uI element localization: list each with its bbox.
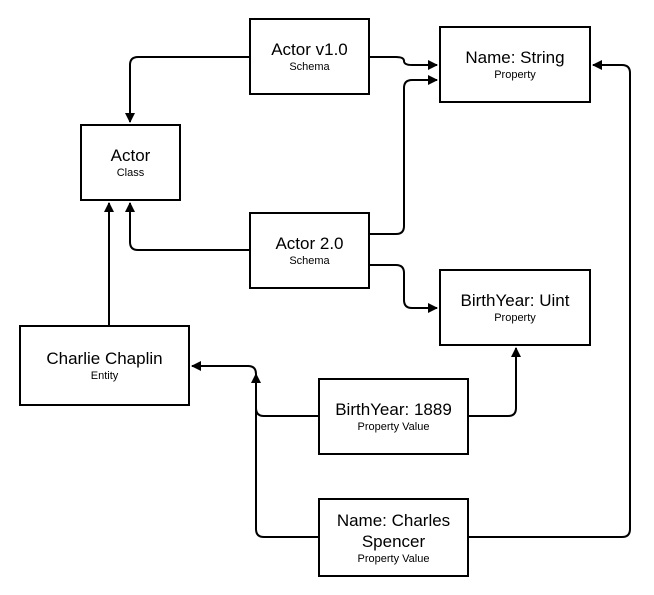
node-subtitle: Class (116, 166, 145, 179)
edge-actor-2-to-actor (125, 202, 249, 251)
node-actor-v1-schema[interactable]: Actor v1.0 Schema (249, 18, 370, 95)
node-subtitle: Property Value (357, 552, 430, 565)
node-actor-class[interactable]: Actor Class (80, 124, 181, 201)
node-subtitle: Property Value (357, 420, 430, 433)
node-title: BirthYear: Uint (460, 290, 570, 310)
edge-actor-v1-to-name-property (370, 56, 438, 70)
edge-actor-2-to-name-property (370, 75, 438, 235)
node-name-value[interactable]: Name: Charles Spencer Property Value (318, 498, 469, 577)
edge-name-value-to-chaplin (251, 373, 318, 538)
edge-name-value-to-name-property (469, 60, 631, 538)
node-subtitle: Schema (289, 60, 330, 73)
node-title: BirthYear: 1889 (335, 399, 452, 419)
node-birthyear-value[interactable]: BirthYear: 1889 Property Value (318, 378, 469, 455)
node-actor-2-schema[interactable]: Actor 2.0 Schema (249, 212, 370, 289)
edge-actor-2-to-birthyear-property (370, 264, 438, 313)
node-title: Actor 2.0 (275, 233, 344, 253)
node-subtitle: Schema (289, 254, 330, 267)
edge-birthyear-value-to-birthyear-property (469, 347, 521, 417)
node-charlie-chaplin-entity[interactable]: Charlie Chaplin Entity (19, 325, 190, 406)
node-birthyear-property[interactable]: BirthYear: Uint Property (439, 269, 591, 346)
node-subtitle: Property (494, 311, 536, 324)
node-title: Charlie Chaplin (46, 348, 163, 368)
node-title: Actor (110, 145, 151, 165)
node-title: Name: Charles Spencer (336, 510, 451, 551)
edge-actor-v1-to-actor (125, 56, 249, 123)
node-title: Actor v1.0 (271, 39, 348, 59)
node-name-property[interactable]: Name: String Property (439, 26, 591, 103)
node-subtitle: Property (494, 68, 536, 81)
node-subtitle: Entity (90, 369, 119, 382)
node-title: Name: String (465, 47, 565, 67)
